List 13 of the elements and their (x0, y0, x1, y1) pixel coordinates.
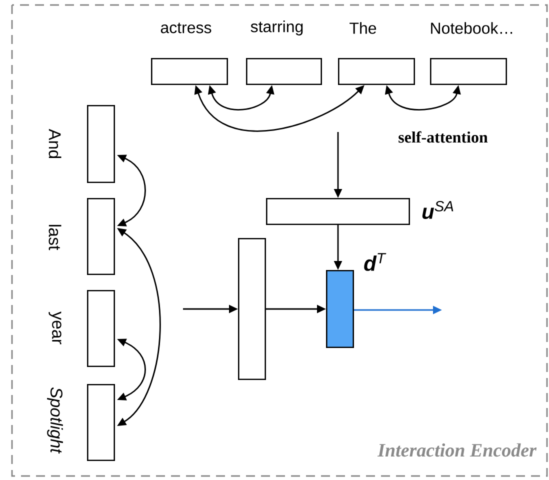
word-label: year (48, 312, 62, 344)
word-label: The (350, 22, 376, 34)
word-label: starring (250, 20, 303, 36)
frame-title: Interaction Encoder (377, 443, 537, 457)
word-label: Spotlight (47, 387, 63, 454)
vector-label: u$^{SA}$ (422, 201, 454, 219)
word-label: last (48, 224, 62, 250)
word-label: Notebook… (431, 22, 512, 34)
vector-box (238, 238, 266, 380)
attention-label: self-attention (398, 131, 488, 143)
word-label: actress (160, 22, 212, 34)
word-label: And (48, 128, 62, 158)
vector-label: d$^{T}$ (364, 253, 386, 271)
